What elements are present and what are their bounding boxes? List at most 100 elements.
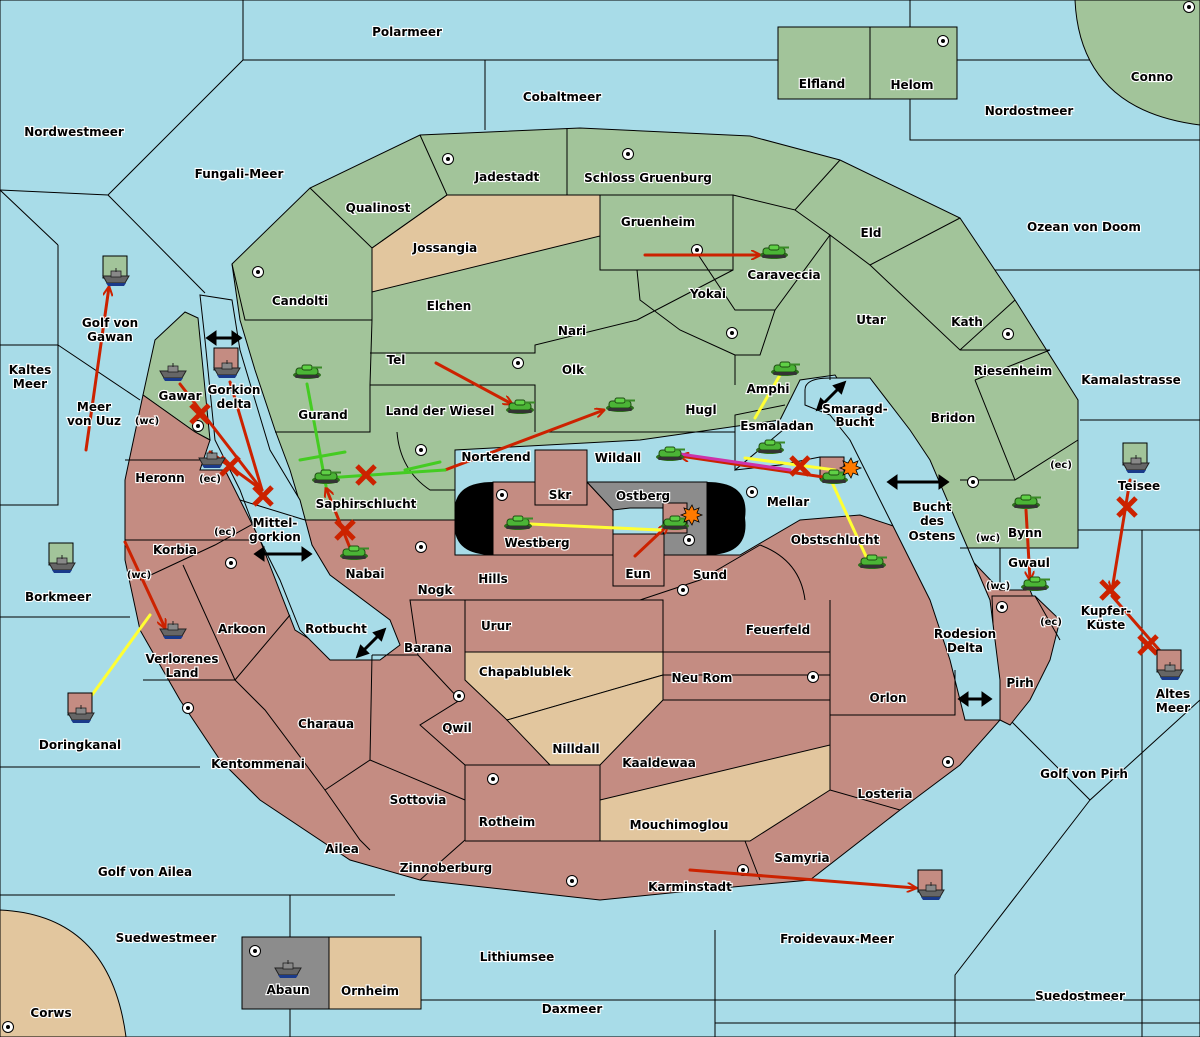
label-gorkion-1: Gorkion <box>208 383 261 397</box>
label-olk: Olk <box>562 363 585 377</box>
label-smaragd-2: Bucht <box>835 415 874 429</box>
sea-mittelgorkion[interactable] <box>199 294 401 661</box>
label-samyria: Samyria <box>774 851 829 865</box>
sea-smaragd-bucht[interactable] <box>804 377 1001 721</box>
label-kentommenai: Kentommenai <box>211 757 305 771</box>
label-borkmeer: Borkmeer <box>25 590 91 604</box>
label-golf-gawan-2: Gawan <box>87 330 133 344</box>
label-tel: Tel <box>387 353 406 367</box>
label-nordwestmeer: Nordwestmeer <box>24 125 124 139</box>
label-doringkanal: Doringkanal <box>39 738 121 752</box>
label-gurand: Gurand <box>298 408 348 422</box>
label-kath: Kath <box>951 315 983 329</box>
territory-skr[interactable] <box>534 449 588 506</box>
label-rodesion-2: Delta <box>947 641 983 655</box>
label-ozean: Ozean von Doom <box>1027 220 1141 234</box>
label-verlorenes-1: Verlorenes <box>146 652 219 666</box>
label-kupfer-1: Kupfer- <box>1081 604 1131 618</box>
unit-fleets <box>48 255 1184 979</box>
label-riesenheim: Riesenheim <box>974 364 1053 378</box>
label-fungali: Fungali-Meer <box>195 167 284 181</box>
label-gruenheim: Gruenheim <box>621 215 695 229</box>
fortress-east-cap <box>707 482 746 555</box>
label-nari: Nari <box>558 324 586 338</box>
territory-ornheim[interactable] <box>328 936 422 1010</box>
label-rodesion-1: Rodesion <box>934 627 996 641</box>
label-esmaladan: Esmaladan <box>740 419 813 433</box>
territory-eun[interactable] <box>612 533 665 587</box>
label-eld: Eld <box>861 226 882 240</box>
territory-conno[interactable] <box>1074 0 1200 126</box>
label-bynn: Bynn <box>1008 526 1042 540</box>
label-gwaul-wc: (wc) <box>986 581 1010 592</box>
label-heronn: Heronn <box>135 471 184 485</box>
label-korbia-wc: (wc) <box>127 570 151 581</box>
land-borders <box>125 128 1079 881</box>
label-sottovia: Sottovia <box>390 793 447 807</box>
label-heronn-ec: (ec) <box>199 474 221 485</box>
label-suedwestmeer: Suedwestmeer <box>116 931 217 945</box>
label-elchen: Elchen <box>427 299 472 313</box>
label-charaua: Charaua <box>298 717 354 731</box>
label-schloss: Schloss Gruenburg <box>584 171 712 185</box>
territory-corws[interactable] <box>0 909 127 1037</box>
label-kupfer-2: Küste <box>1087 618 1126 632</box>
fortress-west-cap <box>454 482 493 555</box>
label-zinnoberburg: Zinnoberburg <box>400 861 492 875</box>
label-jadestadt: Jadestadt <box>474 170 540 184</box>
label-wildall: Wildall <box>595 451 641 465</box>
label-ostberg: Ostberg <box>616 489 670 503</box>
label-feuerfeld: Feuerfeld <box>746 623 811 637</box>
label-meer-uuz-2: von Uuz <box>67 414 121 428</box>
label-mittel-1: Mittel- <box>253 516 298 530</box>
label-lithiumsee: Lithiumsee <box>480 950 555 964</box>
label-gwaul: Gwaul <box>1008 556 1050 570</box>
label-ornheim: Ornheim <box>341 984 399 998</box>
label-gawar: Gawar <box>158 389 201 403</box>
label-golf-ailea: Golf von Ailea <box>98 865 192 879</box>
label-bucht-ostens-3: Ostens <box>909 529 956 543</box>
label-gorkion-2: delta <box>217 397 252 411</box>
map-labels: Polarmeer Cobaltmeer Elfland Helom Conno… <box>8 24 1192 1021</box>
passage-arrows <box>205 330 993 707</box>
label-urur: Urur <box>481 619 511 633</box>
label-smaragd-1: Smaragd- <box>822 402 887 416</box>
label-rotheim: Rotheim <box>479 815 536 829</box>
label-qualinost: Qualinost <box>346 201 411 215</box>
label-elfland: Elfland <box>799 77 845 91</box>
label-utar: Utar <box>856 313 886 327</box>
label-korbia-ec: (ec) <box>214 527 236 538</box>
label-froidevaux: Froidevaux-Meer <box>780 932 894 946</box>
label-korbia: Korbia <box>153 543 197 557</box>
label-kaaldewaa: Kaaldewaa <box>622 756 696 770</box>
label-mittel-2: gorkion <box>249 530 301 544</box>
territory-elfland[interactable] <box>777 26 871 100</box>
label-westberg: Westberg <box>504 536 569 550</box>
label-cobaltmeer: Cobaltmeer <box>523 90 601 104</box>
label-eun: Eun <box>625 567 650 581</box>
label-skr: Skr <box>549 488 572 502</box>
label-helom: Helom <box>890 78 933 92</box>
label-meer-uuz-1: Meer <box>77 400 111 414</box>
label-yokai: Yokai <box>689 287 726 301</box>
label-hugl: Hugl <box>685 403 716 417</box>
label-altes-1: Altes <box>1156 687 1190 701</box>
label-pirh-ec: (ec) <box>1040 617 1062 628</box>
label-saphir: Saphirschlucht <box>316 497 417 511</box>
label-kaltes-2: Meer <box>13 377 47 391</box>
label-sund: Sund <box>693 568 727 582</box>
label-conno: Conno <box>1131 70 1173 84</box>
label-bridon-ec: (ec) <box>1050 460 1072 471</box>
label-arkoon: Arkoon <box>218 622 266 636</box>
label-corws: Corws <box>30 1006 71 1020</box>
label-bynn-wc: (wc) <box>976 533 1000 544</box>
label-mouchimoglou: Mouchimoglou <box>630 818 729 832</box>
label-caraveccia: Caraveccia <box>747 268 820 282</box>
label-nilldall: Nilldall <box>552 742 599 756</box>
label-abaun: Abaun <box>266 983 309 997</box>
territory-nilldall[interactable] <box>506 674 664 766</box>
label-daxmeer: Daxmeer <box>542 1002 603 1016</box>
label-candolti: Candolti <box>272 294 328 308</box>
